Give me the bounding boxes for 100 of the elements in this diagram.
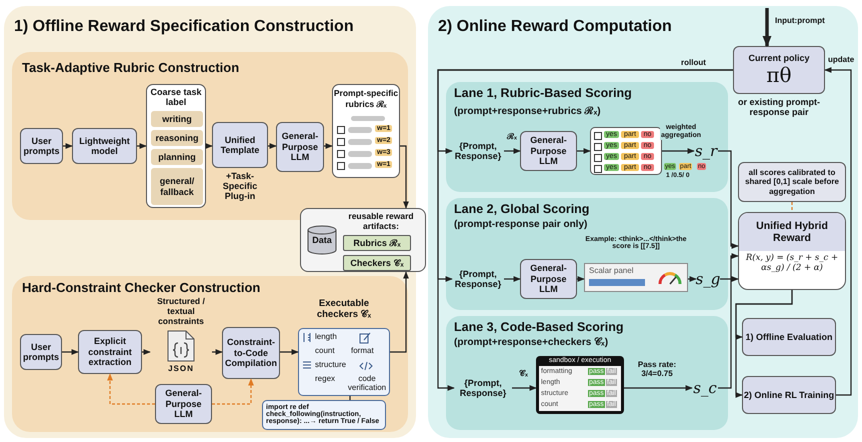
lane-subtitle: (prompt+response+checkers 𝒞ₓ) [454, 337, 608, 348]
box-label: User prompts [22, 136, 60, 156]
arrow [577, 148, 591, 154]
arrow [662, 148, 695, 154]
box-heading: Executable checkers 𝒞ₓ [316, 298, 372, 320]
arrow [137, 143, 147, 149]
arrow [212, 349, 223, 355]
arrow [718, 150, 739, 249]
arrow [504, 276, 521, 282]
process-box [155, 384, 212, 424]
arrow [324, 143, 333, 149]
connector-line [349, 396, 351, 400]
box-label: Rubrics ℛₓ [353, 238, 401, 248]
rubric-card [332, 84, 400, 178]
edge-label: Input:prompt [774, 16, 826, 26]
edge-label: rollout [680, 58, 707, 68]
panel-label: Scalar panel [589, 266, 634, 275]
box-label: Checkers 𝒞ₓ [350, 258, 404, 268]
box-label: planning [158, 152, 196, 162]
artifact-chip [343, 255, 411, 271]
arrow [512, 385, 537, 391]
category-chip [151, 168, 203, 205]
score-symbol: s_g [696, 269, 720, 289]
lane-title: Lane 2, Global Scoring [454, 202, 590, 216]
box-heading: Coarse task label [149, 87, 203, 107]
box-label: Constraint-to-Code Compilation [224, 337, 278, 369]
arrow [206, 143, 213, 149]
box-label: Unified Template [220, 134, 260, 156]
box-label: 1) Offline Evaluation [745, 332, 832, 342]
score-symbol: s_c [692, 378, 718, 398]
arrow [577, 276, 585, 282]
section-title: 2) Online Reward Computation [438, 18, 672, 36]
box-label: General-Purpose LLM [529, 263, 568, 295]
box-label: all scores calibrated to shared [0,1] scale before aggregation [744, 168, 840, 196]
input-text: {Prompt, Response} [452, 265, 504, 293]
process-box [72, 128, 137, 164]
box-label: general/ fallback [158, 176, 196, 197]
box-caption: +Task-Specific Plug-in [222, 171, 258, 201]
score-symbol: s_r [694, 141, 718, 161]
lane-subtitle: (prompt-response pair only) [454, 219, 588, 230]
note-box [738, 162, 846, 202]
reward-card [738, 212, 846, 290]
process-box [742, 318, 836, 356]
arrow [720, 276, 739, 282]
lane-panel [446, 316, 728, 430]
card-title: Unified Hybrid Reward [739, 213, 845, 251]
checker-item: format [351, 346, 374, 355]
process-box [520, 259, 577, 299]
process-box [20, 128, 63, 164]
box-caption: Structured / textual constraints [156, 296, 206, 326]
arrow [688, 276, 697, 282]
box-label: User prompts [22, 342, 60, 362]
box-label: writing [162, 114, 192, 124]
process-box [276, 122, 324, 172]
checker-item: structure [315, 360, 346, 369]
panel-title: Task-Adaptive Rubric Construction [22, 60, 240, 75]
edge-label: ℛₓ [506, 132, 518, 142]
arrow [400, 145, 409, 209]
arrow [62, 349, 79, 355]
process-box [742, 376, 836, 414]
checker-item: regex [315, 374, 336, 383]
arrow [280, 349, 299, 355]
section-panel [428, 6, 858, 438]
arrow [718, 253, 739, 389]
arrow [437, 69, 733, 391]
file-type-label: JSON [167, 364, 195, 373]
process-box [222, 327, 280, 379]
section-title: 1) Offline Reward Specification Construction [14, 18, 354, 36]
input-text: {Prompt, Response} [452, 137, 504, 165]
box-heading: Prompt-specific rubrics ℛₓ [333, 88, 399, 109]
input-text: {Prompt, Response} [454, 374, 512, 402]
lane-panel [446, 82, 728, 192]
checker-item: length [315, 332, 337, 341]
edge-label: update [827, 55, 856, 64]
panel-title: Hard-Constraint Checker Construction [22, 280, 260, 295]
rating-table [590, 127, 662, 175]
process-box [520, 131, 577, 171]
lane-panel [446, 198, 728, 310]
formula: R(x, y) = (s_r + s_c + αs_g) / (2 + α) [744, 253, 840, 273]
box-label: General-Purpose LLM [164, 388, 203, 420]
process-box [78, 330, 142, 374]
artifact-chip [343, 235, 411, 251]
sandbox-panel [536, 356, 624, 414]
dashed-arrow [107, 373, 155, 405]
lane-title: Lane 3, Code-Based Scoring [454, 320, 624, 334]
code-callout [262, 400, 386, 430]
box-label: 2) Online RL Training [744, 390, 834, 400]
category-chip [151, 130, 203, 146]
arrow [390, 271, 409, 353]
box-label: Lightweight model [78, 136, 131, 156]
checker-item: code verification [346, 374, 388, 392]
box-label: General-Purpose LLM [280, 131, 320, 163]
arrow [624, 385, 693, 391]
box-label: General-Purpose LLM [529, 135, 568, 167]
box-label: πθ [766, 63, 792, 88]
category-chip [151, 149, 203, 165]
arrow [268, 143, 277, 149]
lane-title: Lane 1, Rubric-Based Scoring [454, 86, 632, 100]
artifact-panel [300, 208, 426, 272]
box-label: Current policy [748, 52, 810, 64]
